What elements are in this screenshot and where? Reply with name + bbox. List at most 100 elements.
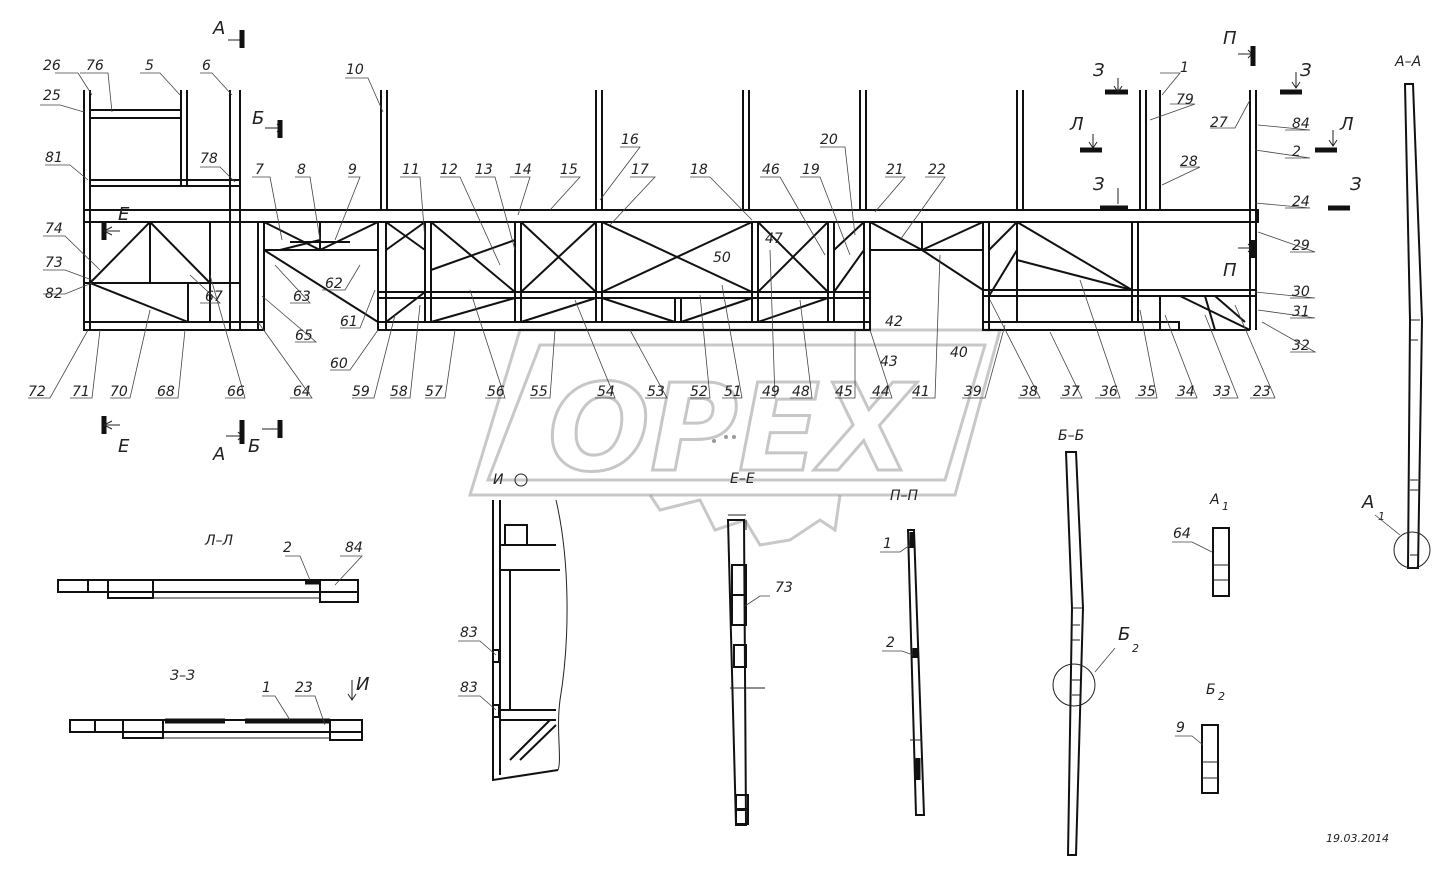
pos-label-28: 29 [1292, 238, 1310, 254]
detail-b2-title-sub: 2 [1218, 690, 1225, 703]
pos-label-54: 54 [597, 384, 615, 400]
pos-label-66: 66 [227, 384, 245, 400]
pos-label-13: 13 [475, 162, 493, 178]
pos-label-46: 46 [762, 162, 780, 178]
section-zz-label-1: 1 [262, 680, 271, 696]
pos-label-43: 43 [880, 354, 898, 370]
pos-label-67: 67 [205, 289, 223, 305]
section-ll-label-2: 2 [283, 540, 292, 556]
pos-label-44: 44 [872, 384, 890, 400]
pos-label-76: 76 [86, 58, 104, 74]
section-pp-title: П–П [890, 488, 919, 504]
pos-label-50: 50 [713, 250, 731, 266]
pos-label-57: 57 [425, 384, 443, 400]
pos-label-25: 26 [43, 58, 61, 74]
section-aa-title: А–А [1394, 54, 1421, 70]
pos-label-10: 10 [346, 62, 364, 78]
section-zz: З–З 1 23 И [69, 668, 369, 741]
section-i-label-83-top: 83 [460, 625, 478, 641]
section-b2-callout-sub: 2 [1132, 642, 1139, 655]
cut-marker-l-right: Л [1339, 114, 1354, 135]
cut-marker-p-top: П [1223, 28, 1237, 49]
pos-label-51: 51 [724, 384, 742, 400]
cut-marker-z-mid-right: З [1350, 174, 1362, 195]
section-i-label-83-bottom: 83 [460, 680, 478, 696]
pos-label-48: 48 [792, 384, 810, 400]
section-bb-title: Б–Б [1058, 428, 1084, 444]
cut-marker-b-top: Б [252, 108, 264, 129]
pos-label-81: 81 [45, 150, 63, 166]
section-aa: А–А А 1 [1361, 54, 1431, 569]
pos-label-74: 74 [45, 221, 63, 237]
pos-label-64: 64 [293, 384, 311, 400]
pos-label-36: 36 [1100, 384, 1118, 400]
section-zz-title: З–З [170, 668, 195, 684]
pos-label-20: 20 [820, 132, 838, 148]
pos-label-84: 84 [1292, 116, 1310, 132]
section-ee-title: Е–Е [730, 471, 755, 487]
pos-label-79: 79 [1176, 92, 1194, 108]
detail-b2-label-9: 9 [1176, 720, 1185, 736]
pos-label-31: 32 [1292, 338, 1310, 354]
pos-label-82: 82 [45, 286, 63, 302]
section-ee-label-73: 73 [775, 580, 793, 596]
pos-label-9: 9 [348, 162, 357, 178]
pos-label-27: 28 [1180, 154, 1198, 170]
pos-label-52: 52 [690, 384, 708, 400]
pos-label-53: 53 [647, 384, 665, 400]
section-ee: Е–Е 73 [726, 471, 793, 826]
pos-label-56: 56 [487, 384, 505, 400]
pos-label-78: 78 [200, 151, 218, 167]
pos-label-12: 12 [440, 162, 458, 178]
pos-label-49: 49 [762, 384, 780, 400]
pos-label-70: 70 [110, 384, 128, 400]
pos-label-60: 60 [330, 356, 348, 372]
section-ll-title: Л–Л [204, 533, 234, 549]
section-ll: Л–Л 2 84 [57, 533, 363, 603]
pos-label-8: 8 [297, 162, 306, 178]
pos-label-71: 71 [72, 384, 90, 400]
pos-label-42: 42 [885, 314, 903, 330]
section-i-title: И [493, 472, 504, 488]
pos-label-19: 19 [802, 162, 820, 178]
detail-a1: А 1 64 [1172, 492, 1230, 597]
cut-marker-z-right: З [1300, 60, 1312, 81]
pos-label-30: 31 [1292, 304, 1310, 320]
drawing-date: 19.03.2014 [1326, 832, 1389, 845]
pos-label-24: 25 [43, 88, 61, 104]
watermark-logo: OPEX [467, 328, 1002, 547]
pos-label-35: 35 [1138, 384, 1156, 400]
pos-label-62: 62 [325, 276, 343, 292]
pos-label-26: 27 [1210, 115, 1228, 131]
cut-marker-e-bottom: Е [118, 436, 130, 457]
pos-label-5: 5 [145, 58, 154, 74]
pos-label-1: 1 [1180, 60, 1189, 76]
pos-label-73: 73 [45, 255, 63, 271]
detail-b2-title: Б [1206, 682, 1216, 698]
section-bb: Б–Б Б 2 [1052, 428, 1139, 856]
pos-label-47: 47 [765, 231, 783, 247]
pos-label-61: 61 [340, 314, 358, 330]
cut-marker-z-left: З [1093, 60, 1105, 81]
main-frame-view [83, 90, 1259, 331]
position-labels: 26 76 5 6 10 25 81 78 7 8 9 11 12 13 14 … [28, 58, 1310, 400]
pos-label-33: 33 [1213, 384, 1231, 400]
section-a1-callout-sub: 1 [1378, 510, 1385, 523]
pos-label-29: 30 [1292, 284, 1310, 300]
pos-label-7: 7 [255, 162, 264, 178]
pos-label-32: 23 [1253, 384, 1271, 400]
cut-marker-e-top: Е [118, 204, 130, 225]
section-b2-callout: Б [1118, 624, 1130, 645]
pos-label-40: 40 [950, 345, 968, 361]
section-pp: П–П 1 2 [880, 488, 926, 816]
pos-label-37: 37 [1062, 384, 1080, 400]
pos-label-22: 22 [928, 162, 946, 178]
pos-label-17: 17 [631, 162, 649, 178]
pos-label-15: 15 [560, 162, 578, 178]
cut-marker-z-mid-left: З [1093, 174, 1105, 195]
pos-label-23: 24 [1292, 194, 1310, 210]
detail-b2: Б 2 9 [1175, 682, 1225, 794]
detail-a1-label-64: 64 [1173, 526, 1191, 542]
